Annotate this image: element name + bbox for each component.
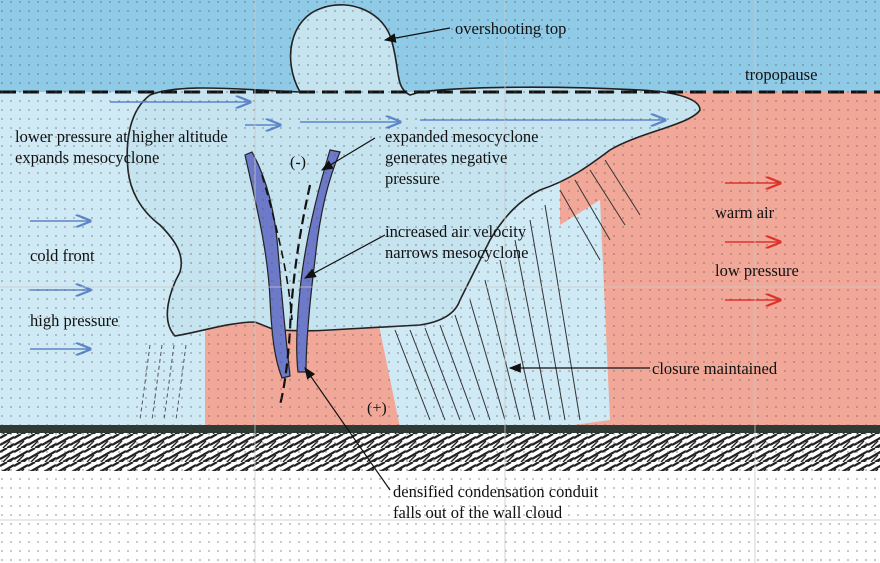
closure-maintained-label: closure maintained [652, 359, 778, 378]
densified-line-1: densified condensation conduit [393, 482, 599, 501]
expanded-meso-line-2: generates negative [385, 148, 508, 167]
tropopause-label: tropopause [745, 65, 818, 84]
leader-lines [303, 27, 650, 491]
low-pressure-label: low pressure [715, 261, 799, 280]
expanded-meso-line-1: expanded mesocyclone [385, 127, 539, 146]
expanded-meso-line-3: pressure [385, 169, 440, 188]
lower-pressure-line-2: expands mesocyclone [15, 148, 160, 167]
positive-pressure-sign: (+) [367, 400, 387, 417]
lower-pressure-label: lower pressure at higher altitude expand… [15, 126, 228, 168]
densified-conduit-label: densified condensation conduit falls out… [393, 481, 598, 523]
increased-velocity-line-2: narrows mesocyclone [385, 243, 529, 262]
cold-front-label: cold front [30, 246, 95, 265]
warm-air-label: warm air [715, 203, 775, 222]
lower-pressure-line-1: lower pressure at higher altitude [15, 127, 228, 146]
negative-pressure-sign: (-) [290, 154, 306, 171]
densified-line-2: falls out of the wall cloud [393, 503, 563, 522]
expanded-mesocyclone-label: expanded mesocyclone generates negative … [385, 126, 538, 189]
increased-velocity-line-1: increased air velocity [385, 222, 527, 241]
increased-velocity-label: increased air velocity narrows mesocyclo… [385, 221, 528, 263]
high-pressure-label: high pressure [30, 311, 119, 330]
overshooting-top-label: overshooting top [455, 19, 567, 38]
